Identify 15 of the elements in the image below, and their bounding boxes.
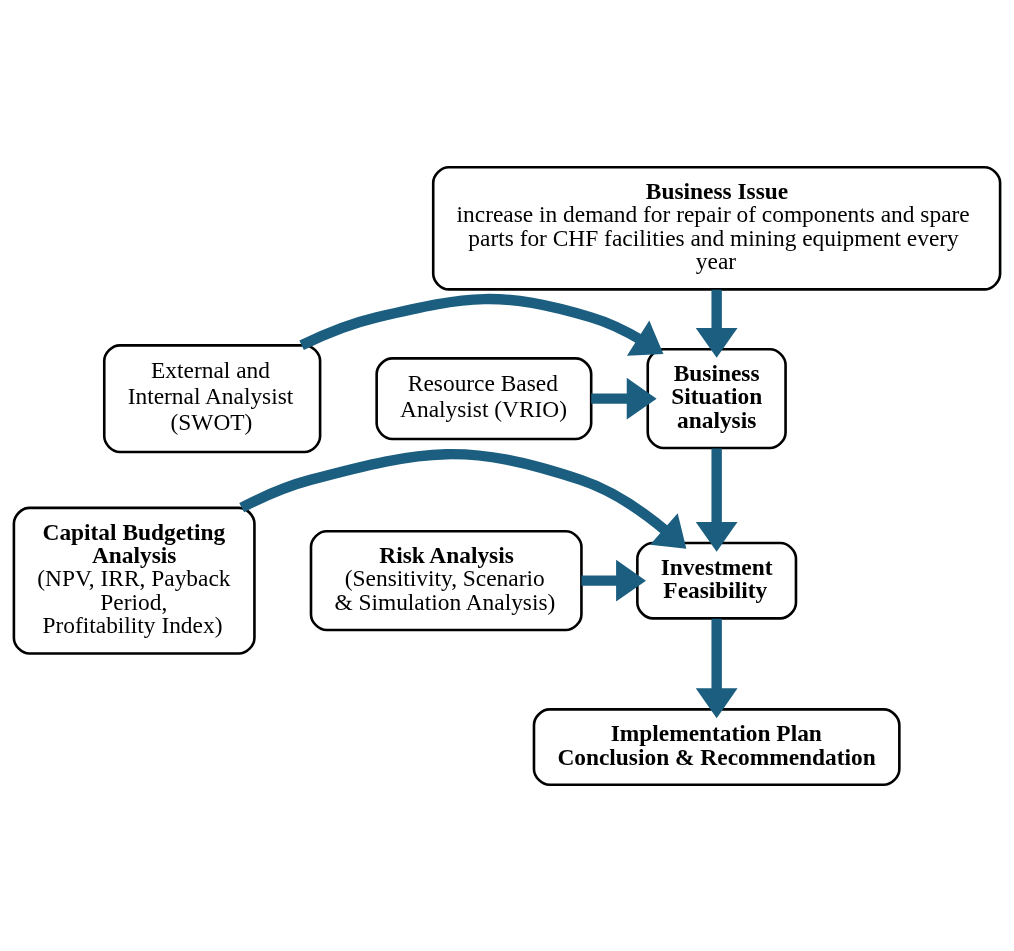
node-box: Risk Analysis (Sensitivity, Scenario & Simulation Analysis) <box>309 529 583 631</box>
node-box: External and Internal Analysist (SWOT) <box>102 343 322 453</box>
arrow <box>695 289 738 358</box>
arrow <box>239 448 687 549</box>
node-box: Investment Feasibility <box>636 541 798 620</box>
arrow <box>591 377 657 420</box>
node-box: Implementation Plan Conclusion & Recommendation <box>532 707 901 786</box>
arrow <box>695 448 738 552</box>
arrow <box>695 618 738 718</box>
arrow <box>581 559 646 602</box>
node-box: Resource Based Analysist (VRIO) <box>375 356 593 440</box>
node-box: Capital Budgeting Analysis (NPV, IRR, Payback Period, Profitability Index) <box>12 506 256 655</box>
arrow <box>299 293 664 356</box>
node-box: Business Issue increase in demand for repair of components and spare parts for CHF facilities and mining equipment every year <box>431 165 1002 291</box>
node-box: Business Situation analysis <box>646 347 787 449</box>
